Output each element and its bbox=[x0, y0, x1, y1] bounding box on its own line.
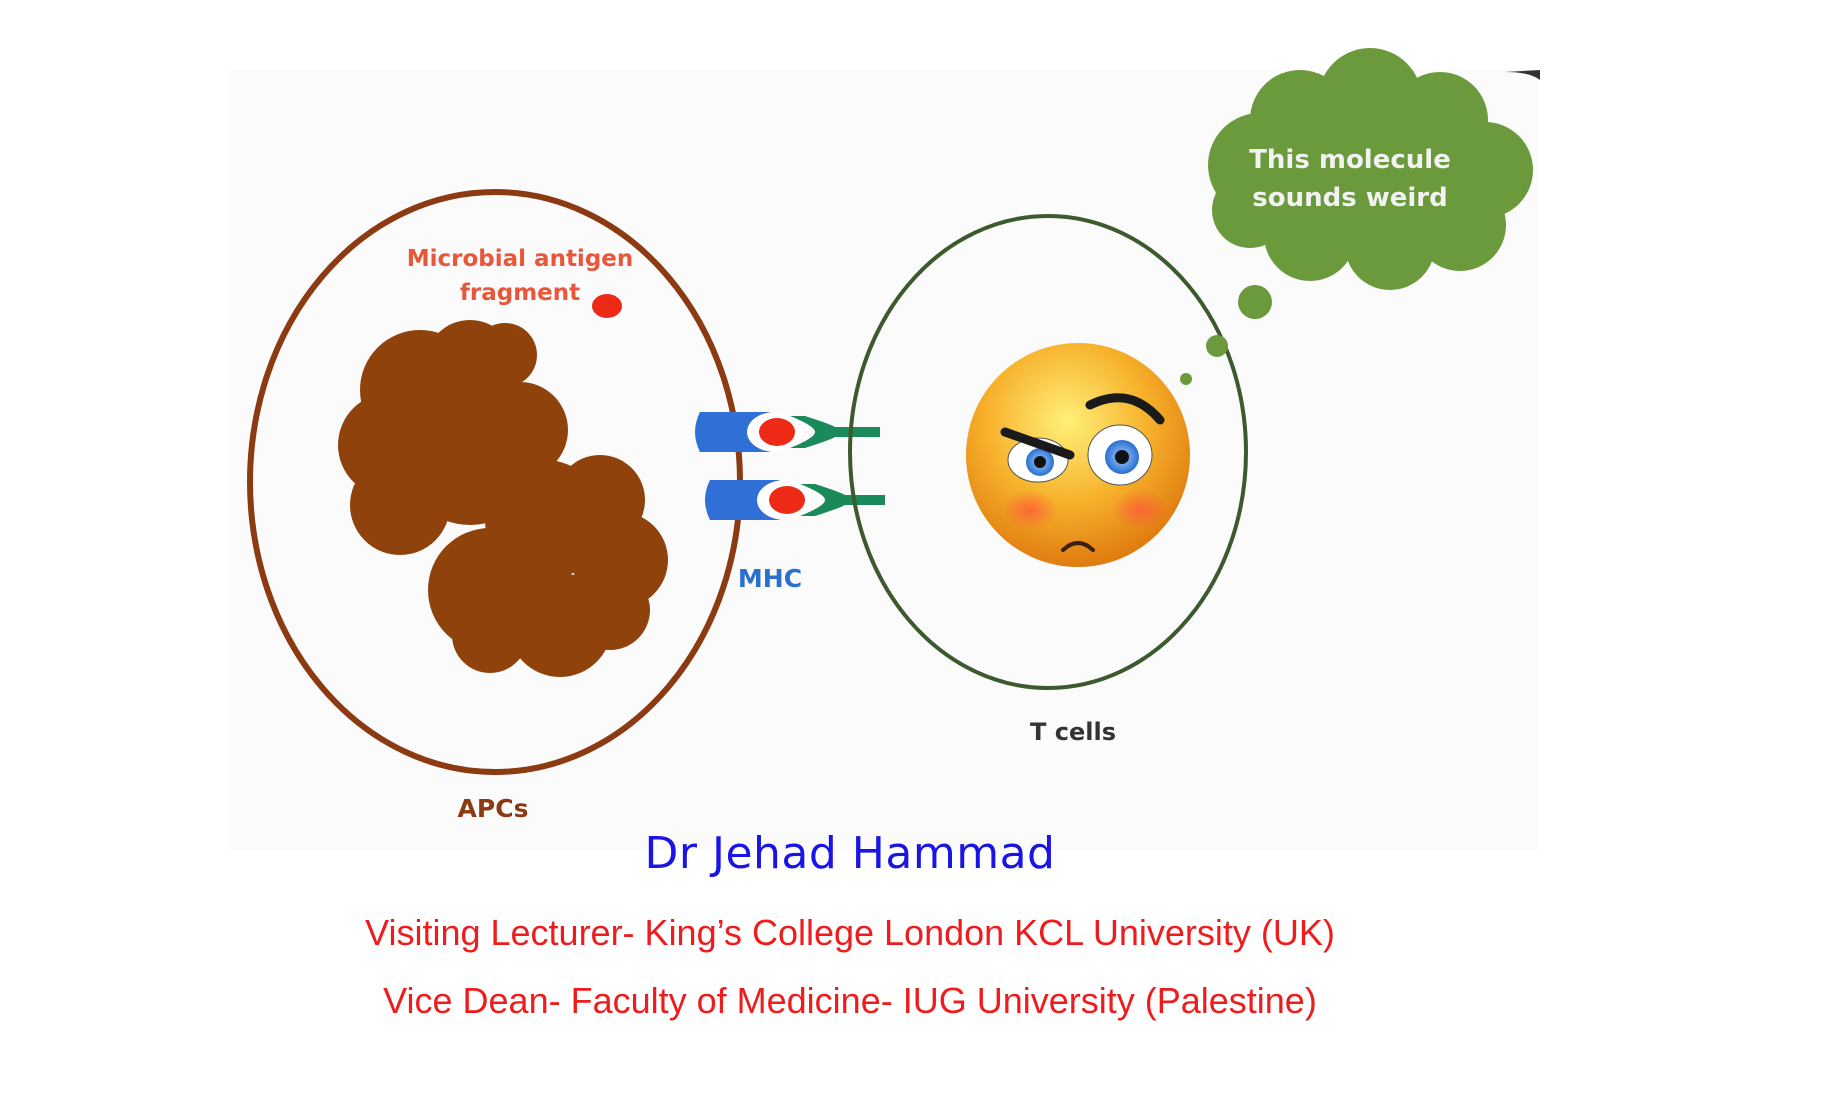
tcell-outline bbox=[848, 214, 1248, 690]
affiliation-line-1: Visiting Lecturer- King’s College London… bbox=[365, 912, 1335, 953]
thought-dots bbox=[1180, 285, 1272, 385]
mhc-receptor-complex-1 bbox=[695, 412, 880, 452]
antigen-fragment bbox=[590, 292, 624, 320]
thought-text-line1: This molecule bbox=[1249, 145, 1451, 175]
thought-text-line2: sounds weird bbox=[1252, 183, 1448, 213]
antigen-label-line1: Microbial antigen bbox=[407, 246, 634, 272]
thought-cloud-icon bbox=[1208, 48, 1533, 290]
tcells-label: T cells bbox=[1030, 718, 1116, 746]
antigen-label-line2: fragment bbox=[460, 280, 580, 306]
affiliation-line-2: Vice Dean- Faculty of Medicine- IUG Univ… bbox=[383, 980, 1317, 1021]
corner-mark bbox=[1505, 70, 1540, 80]
mhc-receptor-complex-2 bbox=[705, 480, 885, 520]
mhc-label: MHC bbox=[738, 564, 802, 593]
apc-nucleus bbox=[338, 320, 668, 677]
apcs-label: APCs bbox=[458, 794, 529, 823]
angry-face-emoji-icon bbox=[966, 343, 1190, 567]
author-name: Dr Jehad Hammad bbox=[644, 828, 1056, 879]
